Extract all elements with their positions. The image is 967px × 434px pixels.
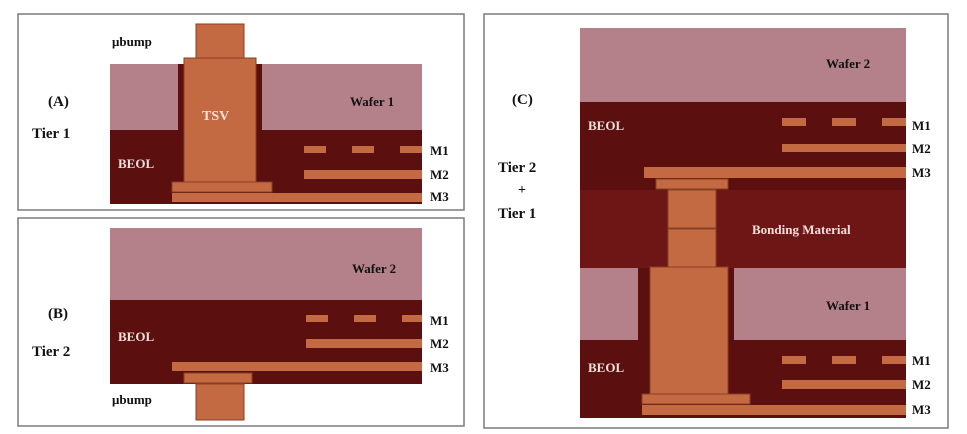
panel-c-m1-bottom-label: M1: [912, 353, 931, 368]
panel-a-microbump: [195, 23, 245, 59]
panel-c-m1-top-seg: [782, 118, 806, 126]
panel-c-beol-bottom-label: BEOL: [588, 360, 624, 375]
panel-b-m1-label: M1: [430, 313, 449, 328]
panel-a-tier-label: Tier 1: [32, 126, 70, 142]
panel-b-beol-label: BEOL: [118, 329, 154, 344]
panel-c-m1-top-label: M1: [912, 118, 931, 133]
panel-c-top-landing-pad: [655, 178, 729, 190]
panel-c: (C) Tier 2 + Tier 1 Wafer 2 BEOL M1 M2 M…: [483, 13, 949, 429]
panel-c-id-label: (C): [512, 92, 533, 108]
panel-c-m2-bottom-line: [782, 380, 906, 389]
panel-a-m1-seg: [352, 146, 374, 153]
panel-c-m1-top-seg: [832, 118, 856, 126]
panel-a: μbump (A) Tier 1 TSV Wafer 1 BEOL M1 M2 …: [17, 13, 465, 211]
panel-c-m2-top-label: M2: [912, 141, 931, 156]
panel-c-m3-top-label: M3: [912, 165, 931, 180]
panel-a-tsv-label: TSV: [202, 109, 229, 124]
panel-c-m1-bottom-seg: [832, 356, 856, 364]
panel-b-m1-seg: [402, 315, 422, 322]
panel-a-m2-line: [304, 170, 422, 179]
panel-c-wafer-2: [580, 28, 906, 102]
panel-c-tier-top-label: Tier 2: [498, 160, 536, 176]
panel-c-m1-bottom-seg: [882, 356, 906, 364]
panel-c-m1-top-seg: [882, 118, 906, 126]
panel-a-m3-label: M3: [430, 189, 449, 204]
panel-c-tier-plus-label: +: [518, 183, 526, 198]
panel-c-microbump-upper: [667, 189, 717, 229]
panel-b-m3-label: M3: [430, 360, 449, 375]
panel-c-wafer-top-label: Wafer 2: [826, 56, 870, 71]
panel-c-m3-bottom-label: M3: [912, 402, 931, 417]
panel-b-wafer-label: Wafer 2: [352, 261, 396, 276]
panel-b-bump-label: μbump: [112, 392, 152, 407]
panel-a-id-label: (A): [48, 94, 69, 110]
panel-a-m1-seg: [400, 146, 422, 153]
panel-c-bonding-layer: [580, 190, 906, 268]
panel-c-m2-top-line: [782, 144, 906, 152]
panel-a-landing-pad: [171, 181, 273, 193]
panel-a-bump-label: μbump: [112, 34, 152, 49]
panel-c-tsv: [649, 266, 729, 396]
panel-a-wafer-right: [262, 64, 422, 130]
panel-b: (B) Tier 2 Wafer 2 BEOL M1 M2 M3 μbump: [17, 217, 465, 427]
panel-b-microbump: [195, 383, 245, 421]
panel-c-m3-bottom-line: [642, 405, 906, 415]
panel-c-bonding-label: Bonding Material: [752, 222, 851, 237]
panel-c-bottom-landing-pad: [641, 393, 751, 405]
panel-b-landing-pad: [183, 372, 253, 384]
panel-b-m2-label: M2: [430, 336, 449, 351]
panel-c-m1-bottom-seg: [782, 356, 806, 364]
panel-c-wafer-1: [580, 268, 906, 340]
panel-b-tier-label: Tier 2: [32, 344, 70, 360]
panel-c-wafer-bottom-label: Wafer 1: [826, 298, 870, 313]
panel-b-wafer: [110, 228, 422, 300]
panel-a-m1-label: M1: [430, 143, 449, 158]
panel-a-m2-label: M2: [430, 167, 449, 182]
panel-b-m1-seg: [354, 315, 376, 322]
panel-c-tier-bottom-label: Tier 1: [498, 206, 536, 222]
panel-b-m2-line: [306, 339, 422, 348]
panel-a-wafer-label: Wafer 1: [350, 94, 394, 109]
panel-a-m3-line: [172, 193, 422, 202]
panel-b-m1-seg: [306, 315, 328, 322]
panel-a-beol-layer: [110, 130, 422, 204]
panel-c-beol-top-label: BEOL: [588, 118, 624, 133]
panel-b-id-label: (B): [48, 306, 68, 322]
panel-a-beol-label: BEOL: [118, 156, 154, 171]
panel-a-wafer-left: [110, 64, 178, 130]
panel-c-m2-bottom-label: M2: [912, 377, 931, 392]
panel-c-m3-top-line: [644, 167, 906, 178]
panel-b-m3-line: [172, 362, 422, 371]
panel-c-microbump-lower: [667, 228, 717, 268]
panel-a-m1-seg: [304, 146, 326, 153]
